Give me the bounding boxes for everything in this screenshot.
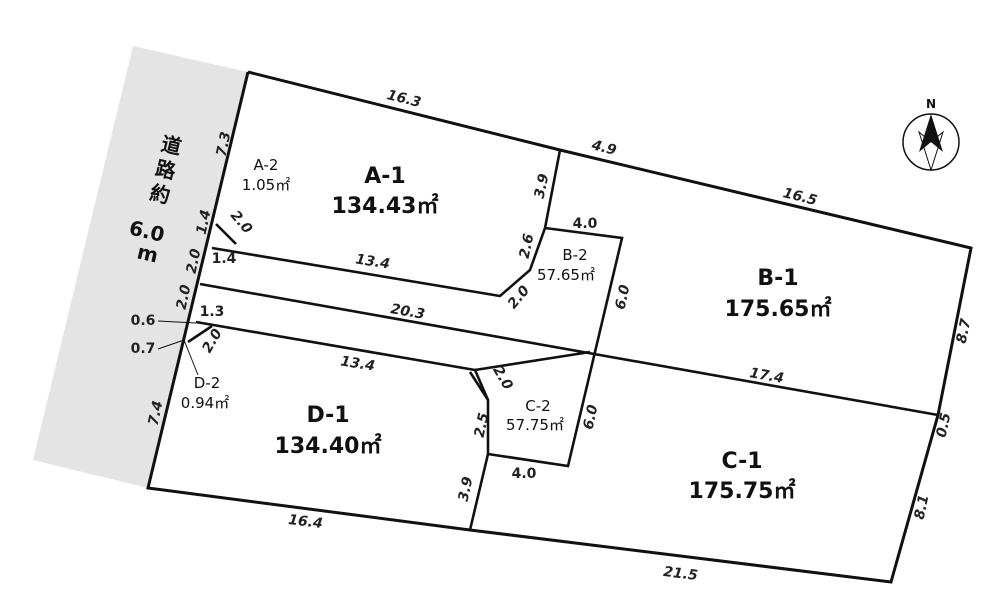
leader-line-bottom (157, 339, 185, 350)
dim-left-a-chamfer: 2.0 (227, 208, 255, 237)
dim-left-corridor2: 2.0 (174, 283, 195, 311)
svg-text:道 路 約: 道 路 約 (148, 131, 191, 209)
lot-a1-area: 134.43㎡ (332, 193, 439, 219)
lot-b2-name: B-2 (562, 246, 587, 264)
dim-c2-left: 2.5 (472, 411, 493, 439)
lot-c2-name: C-2 (525, 397, 550, 415)
north-compass: N (902, 97, 960, 172)
lot-b2-area: 57.65㎡ (537, 266, 595, 284)
leader-line-d2 (183, 339, 199, 376)
lot-b1-name: B-1 (757, 266, 798, 291)
dim-a-inner-v2: 2.6 (517, 232, 538, 260)
leader-line-top (157, 320, 197, 324)
lot-c1-name: C-1 (721, 449, 762, 474)
lot-a1-name: A-1 (364, 164, 405, 189)
north-arrow-icon (919, 114, 943, 152)
dim-left-d-top: 1.3 (200, 304, 225, 320)
south-arrow-icon (918, 130, 944, 172)
lot-d2-area: 0.94㎡ (181, 394, 229, 412)
dim-left-d-small-top: 0.6 (131, 313, 156, 329)
dim-left-d: 7.4 (146, 399, 167, 427)
lot-c1-area: 175.75㎡ (689, 478, 796, 504)
dim-d-inner-v: 3.9 (456, 475, 477, 503)
road-strip (33, 46, 248, 488)
lot-d1-name: D-1 (306, 403, 349, 428)
lot-a2-chamfer (215, 223, 237, 245)
dim-left-d-small-bottom: 0.7 (131, 341, 156, 357)
corridor-bottom-line (474, 350, 591, 372)
road-label: 道 路 約 6.0 m (127, 131, 191, 267)
lot-d2-chamfer (187, 324, 213, 344)
dim-a-bottom: 13.4 (354, 251, 391, 272)
lot-b1-area: 175.65㎡ (725, 296, 832, 322)
road-name-char-2: 路 (153, 156, 179, 184)
dim-corridor-line: 20.3 (389, 301, 426, 323)
dim-left-corridor: 2.0 (184, 247, 205, 275)
dim-right-mid: 0.5 (934, 411, 955, 439)
dim-b2-top: 4.0 (573, 216, 598, 232)
dim-left-ab-lower: 1.4 (212, 251, 237, 267)
lot-d2-name: D-2 (194, 374, 221, 392)
lot-a2-name: A-2 (254, 156, 279, 174)
compass-label: N (926, 97, 936, 111)
dim-c2-right: 6.0 (581, 403, 602, 431)
dim-top-b-corner: 4.9 (589, 137, 618, 159)
lot-d1-area: 134.40㎡ (275, 433, 382, 459)
dim-left-a: 7.3 (214, 130, 235, 158)
road-name-char-1: 道 (159, 131, 184, 159)
lot-d1-c1-divider (468, 453, 490, 531)
dim-bottom-d: 16.4 (287, 512, 323, 532)
lot-a1-boundary (211, 149, 562, 298)
dim-left-a-small: 1.4 (194, 208, 215, 236)
dim-d-top: 13.4 (339, 353, 376, 374)
lot-a2-area: 1.05㎡ (242, 176, 290, 194)
corridor-top-line (199, 282, 939, 417)
dim-bottom-c: 21.5 (662, 564, 698, 584)
dim-c2-bottom: 4.0 (512, 466, 537, 482)
dim-bc-line: 17.4 (748, 365, 785, 387)
site-boundary (146, 70, 973, 584)
lot-c2-area: 57.75㎡ (506, 416, 564, 434)
dim-right-c: 8.1 (912, 493, 933, 521)
dim-a-inner-v: 3.9 (532, 172, 553, 200)
dim-b2-right: 6.0 (613, 283, 634, 311)
dim-right-b: 8.7 (954, 317, 975, 345)
